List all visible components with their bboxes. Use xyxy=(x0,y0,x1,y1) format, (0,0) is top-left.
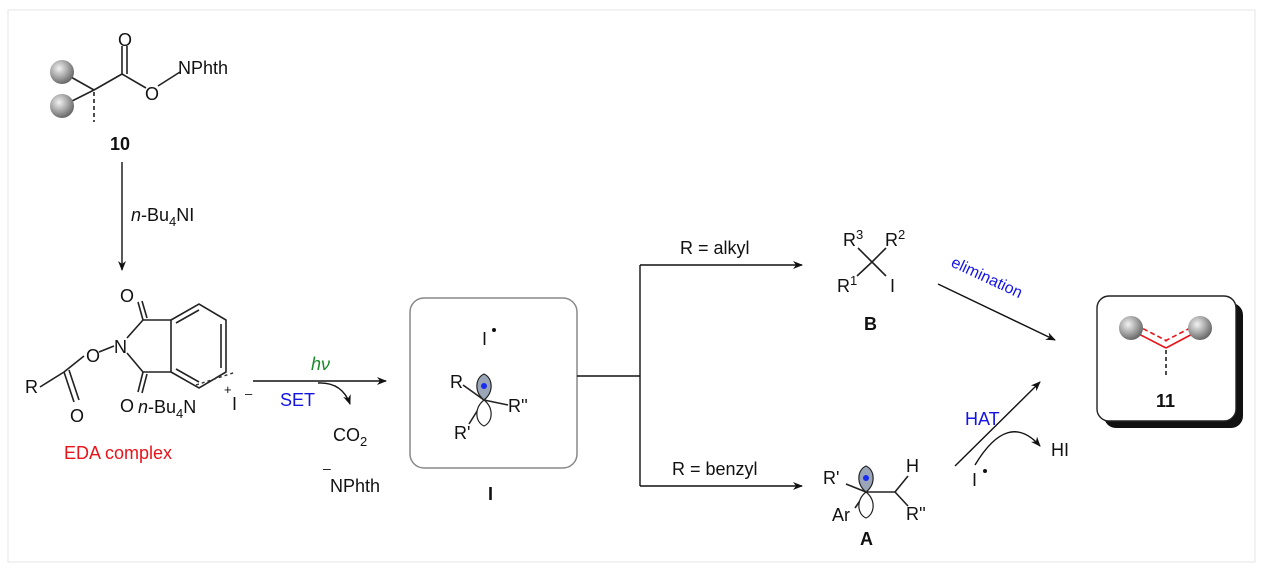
figure-frame xyxy=(7,9,1256,563)
b-iodo: I xyxy=(890,276,895,296)
iodine-radical: I xyxy=(482,329,487,349)
byproduct-nphth-anion: NPhth xyxy=(330,476,380,496)
byproduct-co2: CO2 xyxy=(333,425,367,449)
compound-10: O O NPhth 10 xyxy=(50,30,228,154)
nphth-group: NPhth xyxy=(178,58,228,78)
eda-complex: R O O N O O n-Bu4N + I – EDA complex xyxy=(25,286,253,463)
substituent-r-double-prime: R'' xyxy=(508,396,528,416)
curved-arrow-hi xyxy=(974,431,1041,466)
substituent-r-prime: R' xyxy=(454,423,470,443)
eda-nitrogen: N xyxy=(114,337,127,357)
carbonyl-oxygen: O xyxy=(118,30,132,50)
b-r2: R2 xyxy=(885,227,905,250)
compound-A-label: A xyxy=(860,529,873,549)
reagent-light: hν xyxy=(311,354,330,374)
a-r-prime: R' xyxy=(823,468,839,488)
eda-ester-o: O xyxy=(86,346,100,366)
eda-complex-caption: EDA complex xyxy=(64,443,172,463)
eda-iodide: I xyxy=(232,394,237,414)
compound-10-label: 10 xyxy=(110,134,130,154)
reagent-set: SET xyxy=(280,390,315,410)
b-r1: R1 xyxy=(837,273,857,296)
eda-imide-o-top: O xyxy=(120,286,134,306)
unpaired-electron xyxy=(863,475,869,481)
compound-A: R' Ar H R'' A xyxy=(823,456,926,549)
a-r-double-prime: R'' xyxy=(906,504,926,524)
intermediate-box xyxy=(409,297,578,469)
substituent-ball xyxy=(50,60,74,84)
eda-imide-o-bottom: O xyxy=(120,396,134,416)
arrow-hat xyxy=(954,381,1041,467)
nphth-anion-minus: – xyxy=(323,460,331,476)
substituent-r: R xyxy=(450,372,463,392)
compound-B: R3 R2 R1 I B xyxy=(837,227,905,334)
eda-ammonium: n-Bu4N xyxy=(138,397,196,421)
radical-dot xyxy=(492,328,496,332)
label-hat: HAT xyxy=(965,409,1000,429)
b-r3: R3 xyxy=(843,227,863,250)
iodine-radical-reagent: I xyxy=(972,470,977,490)
a-hydrogen: H xyxy=(906,456,919,476)
curved-arrow-co2-loss xyxy=(317,382,351,405)
substituent-ball xyxy=(50,94,74,118)
substituent-ball xyxy=(1119,316,1143,340)
p-orbital-lobe-bottom xyxy=(858,491,874,519)
ester-oxygen: O xyxy=(145,84,159,104)
eda-carbonyl-o: O xyxy=(70,406,84,426)
intermediate-I: I R R' R'' I xyxy=(409,297,578,504)
eda-minus-charge: – xyxy=(245,386,253,401)
byproduct-hi: HI xyxy=(1051,440,1069,460)
compound-B-label: B xyxy=(864,314,877,334)
unpaired-electron xyxy=(481,383,487,389)
a-aryl: Ar xyxy=(832,505,850,525)
eda-plus-charge: + xyxy=(224,382,232,397)
compound-11-label: 11 xyxy=(1156,391,1175,411)
substituent-ball xyxy=(1188,316,1212,340)
eda-r-group: R xyxy=(25,377,38,397)
p-orbital-lobe-bottom xyxy=(476,399,492,427)
intermediate-I-label: I xyxy=(488,484,493,504)
condition-benzyl: R = benzyl xyxy=(672,459,758,479)
reagent-nbu4ni: n-Bu4NI xyxy=(131,205,194,229)
condition-alkyl: R = alkyl xyxy=(680,238,750,258)
compound-11: 11 xyxy=(1096,295,1243,428)
arrow-elimination xyxy=(937,283,1056,341)
radical-dot xyxy=(983,469,987,473)
